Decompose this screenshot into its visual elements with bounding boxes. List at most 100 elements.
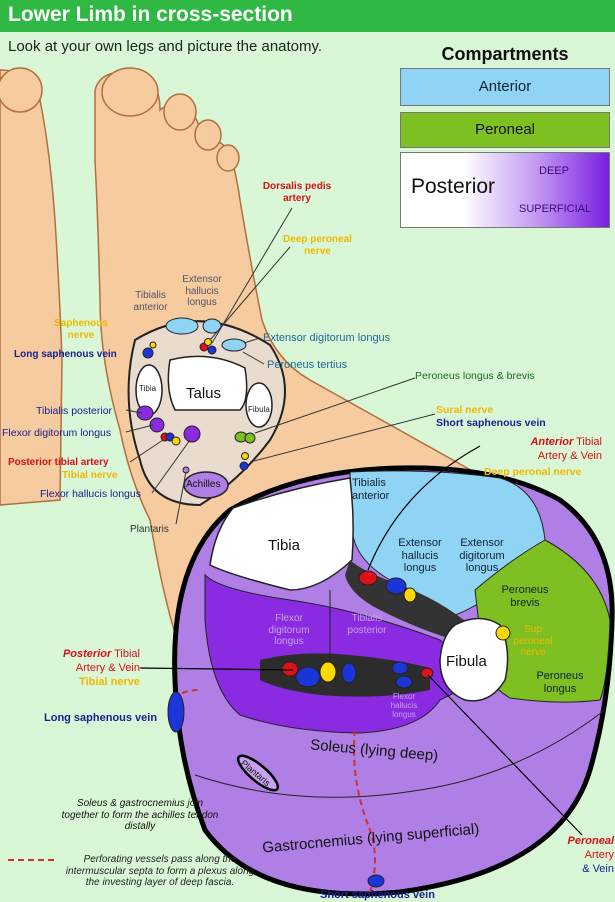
legend-posterior-label: Posterior (411, 175, 496, 198)
label-fhl-ankle: Flexor hallucis longus (40, 488, 141, 500)
label-achilles: Achilles (186, 479, 221, 490)
label-tibialis-anterior-section: Tibialis anterior (352, 477, 390, 502)
label-tibia-ankle: Tibia (139, 384, 157, 393)
ant-tibial-artery-section (358, 570, 378, 586)
dorsalis-vein (207, 345, 217, 355)
fibula-ankle (245, 382, 273, 428)
label-tibial-nerve-ankle: Tibial nerve (62, 470, 118, 481)
label-peroneus-brevis: Peroneus brevis (501, 584, 549, 609)
deep-peroneal-nerve-dot (204, 338, 212, 346)
label-plantaris-ankle: Plantaris (130, 524, 169, 535)
label-peroneal-2: Artery (584, 849, 614, 861)
extensor-hallucis-tendon (165, 317, 199, 335)
label-talus: Talus (186, 385, 222, 402)
long-saphenous-section (167, 691, 185, 733)
legend-anterior-label: Anterior (478, 78, 532, 95)
long-saphenous-dot (142, 347, 154, 359)
label-sural-nerve: Sural nerve (436, 404, 494, 416)
post-tibial-vein-section (295, 666, 321, 688)
label-ehl-ankle: Extensor hallucis longus (182, 274, 222, 308)
label-peroneus-lb: Peroneus longus & brevis (415, 370, 535, 382)
tibia-bone (209, 477, 354, 591)
label-anterior-tibial-1: Anterior (530, 436, 574, 448)
section-leaders (139, 445, 583, 836)
tibialis-posterior-ankle (136, 405, 154, 421)
legend-posterior: Posterior DEEP SUPERFICIAL (400, 152, 610, 228)
label-fdl-ankle: Flexor digitorum longus (2, 427, 112, 439)
label-fhl-section: Flexor hallucis longus (390, 692, 418, 720)
post-tibial-artery-section (281, 661, 299, 677)
fhl-ankle (183, 425, 201, 443)
label-posterior-tibial-2: Tibial (111, 648, 140, 660)
label-pt-artery-ankle: Posterior tibial artery (8, 457, 109, 468)
label-short-saphenous-ankle: Short saphenous vein (436, 417, 546, 429)
legend-title: Compartments (441, 44, 569, 64)
edl-tendon (221, 338, 247, 352)
toe-3 (194, 119, 222, 151)
label-ehl-section: Extensor hallucis longus (398, 537, 442, 575)
ankle-leaders (125, 207, 436, 525)
label-tibia-section: Tibia (268, 537, 300, 554)
left-toe (0, 67, 43, 113)
left-foot (0, 69, 63, 506)
deep-peroneal-nerve-section (403, 587, 417, 603)
label-anterior-tibial: Anterior Tibial (502, 436, 602, 449)
label-peroneus-tertius: Peroneus tertius (267, 359, 348, 371)
label-anterior-tibial-3: Artery & Vein (537, 450, 602, 462)
peroneal-artery-section (420, 667, 434, 679)
peroneal-region (474, 539, 611, 703)
toe-2 (163, 93, 197, 131)
ant-tibial-vein-section (385, 577, 407, 595)
fdl-ankle (149, 417, 165, 433)
big-toe (101, 67, 159, 117)
plantaris-section (236, 754, 280, 792)
legend-peroneal: Peroneal (400, 112, 610, 148)
label-fibula-ankle: Fibula (248, 405, 270, 414)
note-perforating: Perforating vessels pass along the inter… (65, 854, 255, 888)
soleus-gastro-line (194, 709, 606, 798)
legend-superficial-label: SUPERFICIAL (519, 203, 592, 215)
label-short-saphenous-section: Short saphenous vein (320, 889, 435, 901)
fibula-bone (439, 617, 509, 702)
label-dorsalis-pedis: Dorsalis pedis artery (262, 181, 332, 204)
label-peroneus-longus: Peroneus longus (536, 670, 584, 695)
label-fibula-section: Fibula (446, 653, 487, 670)
page-title: Lower Limb in cross-section (8, 3, 293, 26)
toe-4 (216, 144, 240, 172)
short-saphenous-dot (239, 461, 249, 471)
page-subtitle: Look at your own legs and picture the an… (8, 38, 323, 55)
label-saphenous-nerve: Saphenous nerve (54, 318, 108, 341)
peroneal-vessel-1 (391, 661, 409, 675)
header-bar: Lower Limb in cross-section (0, 0, 615, 32)
label-long-saphenous-ankle: Long saphenous vein (14, 349, 117, 360)
note-soleus-gastro: Soleus & gastrocnemius join together to … (61, 798, 219, 832)
saphenous-nerve-dot (149, 341, 157, 349)
tibialis-anterior-tendon (202, 318, 222, 334)
label-posterior-tibial-1: Posterior (62, 648, 112, 660)
label-anterior-tibial-2: Tibial (573, 436, 602, 448)
label-tibialis-anterior-ankle: Tibialis anterior (133, 290, 168, 313)
talus-bone (167, 355, 248, 411)
label-posterior-tibial: Posterior Tibial (60, 648, 140, 661)
post-tibial-vein2-section (341, 662, 357, 684)
label-long-saphenous-section: Long saphenous vein (44, 712, 158, 724)
label-edl-ankle: Extensor digitorum longus (263, 332, 391, 344)
peroneus-tendon-2 (244, 432, 256, 444)
label-peroneal-1: Peroneal (567, 835, 614, 847)
label-peroneal-3: & Vein (582, 863, 614, 875)
tibial-nerve-ankle (171, 436, 181, 446)
short-saphenous-section (367, 874, 385, 888)
label-edl-section: Extensor digitorum longus (459, 537, 505, 575)
sural-nerve-dot (241, 452, 249, 460)
label-deep-peroneal-ankle: Deep peroneal nerve (283, 234, 352, 257)
label-deep-peronal-section: Deep peronal nerve (484, 466, 582, 478)
label-tibialis-posterior-section: Tibialis posterior (347, 613, 387, 636)
label-tibial-nerve-section: Tibial nerve (79, 676, 140, 688)
legend-deep-label: DEEP (539, 165, 569, 177)
sup-peroneal-nerve-section (495, 625, 511, 641)
label-fdl-section: Flexor digitorum longus (268, 613, 310, 647)
legend-peroneal-label: Peroneal (474, 121, 536, 138)
legend-anterior: Anterior (400, 68, 610, 106)
peroneal-vessel-2 (395, 675, 413, 689)
